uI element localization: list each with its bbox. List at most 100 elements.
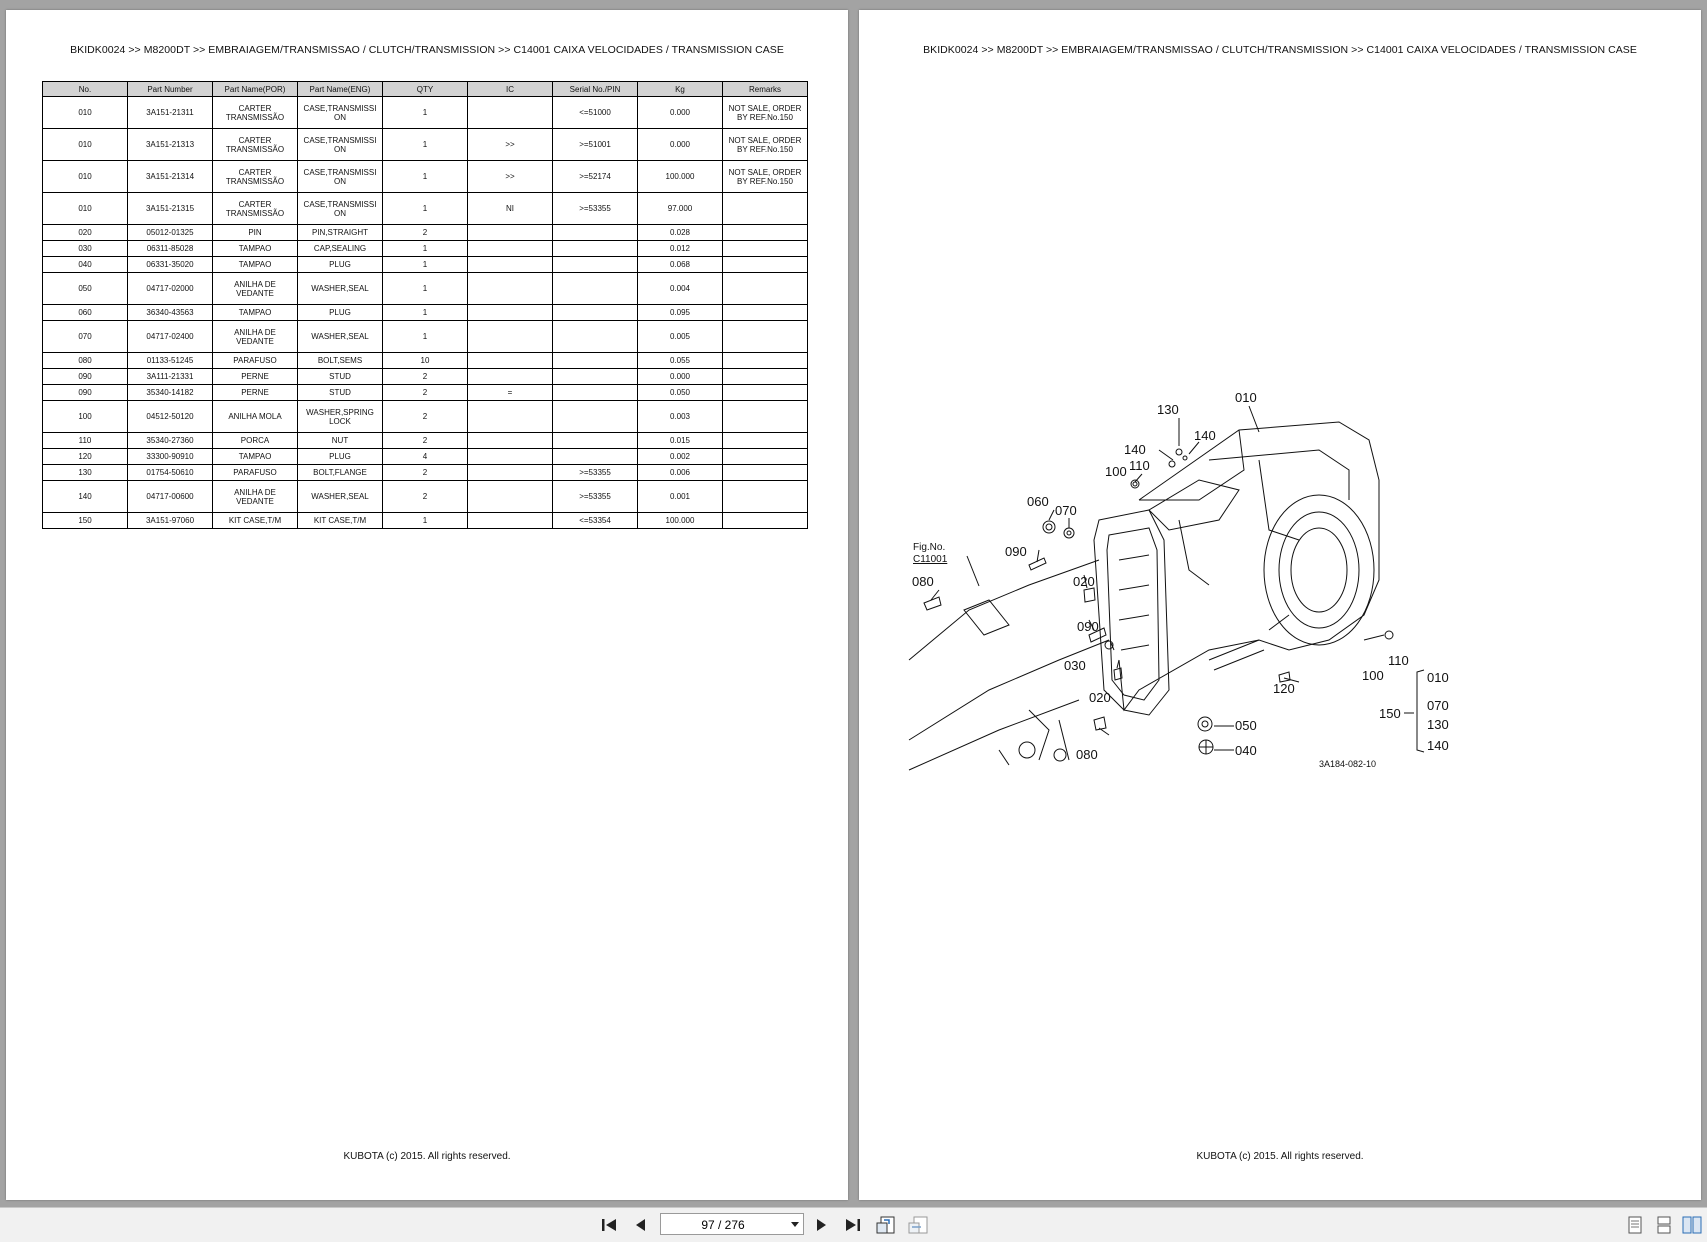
table-cell (722, 512, 808, 529)
left-page: BKIDK0024 >> M8200DT >> EMBRAIAGEM/TRANS… (6, 10, 848, 1200)
table-cell: 140 (42, 480, 128, 513)
table-cell: KIT CASE,T/M (212, 512, 298, 529)
callout-020: 020 (1089, 690, 1111, 705)
table-cell: CARTER TRANSMISSÃO (212, 128, 298, 161)
callout-010: 010 (1235, 390, 1257, 405)
table-cell: 1 (382, 240, 468, 257)
right-page: BKIDK0024 >> M8200DT >> EMBRAIAGEM/TRANS… (859, 10, 1701, 1200)
column-header: No. (42, 81, 128, 97)
table-cell: 080 (42, 352, 128, 369)
table-cell: ANILHA DE VEDANTE (212, 480, 298, 513)
table-cell: 020 (42, 224, 128, 241)
export-icon (908, 1216, 928, 1234)
table-cell (467, 352, 553, 369)
table-cell (722, 464, 808, 481)
table-cell: 0.028 (637, 224, 723, 241)
table-cell: 4 (382, 448, 468, 465)
kit-item-130: 130 (1427, 717, 1449, 732)
table-cell: 150 (42, 512, 128, 529)
table-cell (722, 240, 808, 257)
table-cell: 06331-35020 (127, 256, 213, 273)
export-button[interactable] (906, 1214, 930, 1236)
table-cell: 130 (42, 464, 128, 481)
table-cell: >=53355 (552, 480, 638, 513)
table-cell: 01754-50610 (127, 464, 213, 481)
table-cell (722, 384, 808, 401)
page-number-box[interactable] (660, 1213, 804, 1236)
table-cell: 070 (42, 320, 128, 353)
table-cell: 35340-27360 (127, 432, 213, 449)
table-cell: PLUG (297, 448, 383, 465)
table-cell: 120 (42, 448, 128, 465)
callout-110: 110 (1388, 653, 1409, 668)
table-cell: 04717-02000 (127, 272, 213, 305)
table-cell: 3A151-97060 (127, 512, 213, 529)
callout-090: 090 (1077, 619, 1099, 634)
table-cell: 3A151-21311 (127, 96, 213, 129)
table-cell: STUD (297, 384, 383, 401)
table-cell (467, 464, 553, 481)
next-page-button[interactable] (810, 1214, 834, 1236)
table-cell: WASHER,SEAL (297, 272, 383, 305)
table-cell: 3A111-21331 (127, 368, 213, 385)
table-cell: 2 (382, 480, 468, 513)
table-cell (467, 432, 553, 449)
table-cell: 0.005 (637, 320, 723, 353)
first-page-button[interactable] (597, 1214, 621, 1236)
prev-page-button[interactable] (628, 1214, 652, 1236)
single-page-view-button[interactable] (1623, 1214, 1647, 1236)
table-cell (552, 304, 638, 321)
callout-150: 150 (1379, 706, 1401, 721)
table-cell: PARAFUSO (212, 464, 298, 481)
table-cell: = (467, 384, 553, 401)
last-page-button[interactable] (841, 1214, 865, 1236)
page-footer: KUBOTA (c) 2015. All rights reserved. (343, 1151, 511, 1162)
continuous-view-button[interactable] (1652, 1214, 1676, 1236)
table-cell: 2 (382, 384, 468, 401)
column-header: IC (467, 81, 553, 97)
callout-040: 040 (1235, 743, 1257, 758)
table-cell: NOT SALE, ORDER BY REF.No.150 (722, 128, 808, 161)
table-cell: 0.050 (637, 384, 723, 401)
callout-130: 130 (1157, 402, 1179, 417)
table-cell: >=53355 (552, 464, 638, 481)
table-cell (722, 368, 808, 385)
table-cell (552, 240, 638, 257)
table-cell (552, 368, 638, 385)
table-cell: <=53354 (552, 512, 638, 529)
table-cell (467, 304, 553, 321)
table-cell (467, 240, 553, 257)
column-header: Serial No./PIN (552, 81, 638, 97)
table-cell: ANILHA DE VEDANTE (212, 320, 298, 353)
rotate-icon (876, 1216, 895, 1234)
two-page-view-button[interactable] (1680, 1214, 1704, 1236)
table-cell: 040 (42, 256, 128, 273)
table-cell: 100.000 (637, 160, 723, 193)
table-cell: 060 (42, 304, 128, 321)
table-cell: 3A151-21314 (127, 160, 213, 193)
table-cell: 010 (42, 192, 128, 225)
table-cell: >> (467, 128, 553, 161)
table-cell: PIN (212, 224, 298, 241)
table-cell: 0.015 (637, 432, 723, 449)
table-cell: 05012-01325 (127, 224, 213, 241)
column-header: Kg (637, 81, 723, 97)
table-cell: PLUG (297, 256, 383, 273)
table-cell: CARTER TRANSMISSÃO (212, 96, 298, 129)
next-page-icon (817, 1219, 826, 1231)
table-cell: 010 (42, 96, 128, 129)
single-page-view-icon (1628, 1216, 1642, 1234)
kit-item-070: 070 (1427, 698, 1449, 713)
table-cell: CASE,TRANSMISSI ON (297, 160, 383, 193)
table-cell: 1 (382, 160, 468, 193)
table-cell: 1 (382, 320, 468, 353)
table-cell: WASHER,SPRING LOCK (297, 400, 383, 433)
page-number-input[interactable] (661, 1214, 785, 1236)
chevron-down-icon[interactable] (791, 1222, 799, 1227)
rotate-button[interactable] (874, 1214, 898, 1236)
table-cell: >=51001 (552, 128, 638, 161)
